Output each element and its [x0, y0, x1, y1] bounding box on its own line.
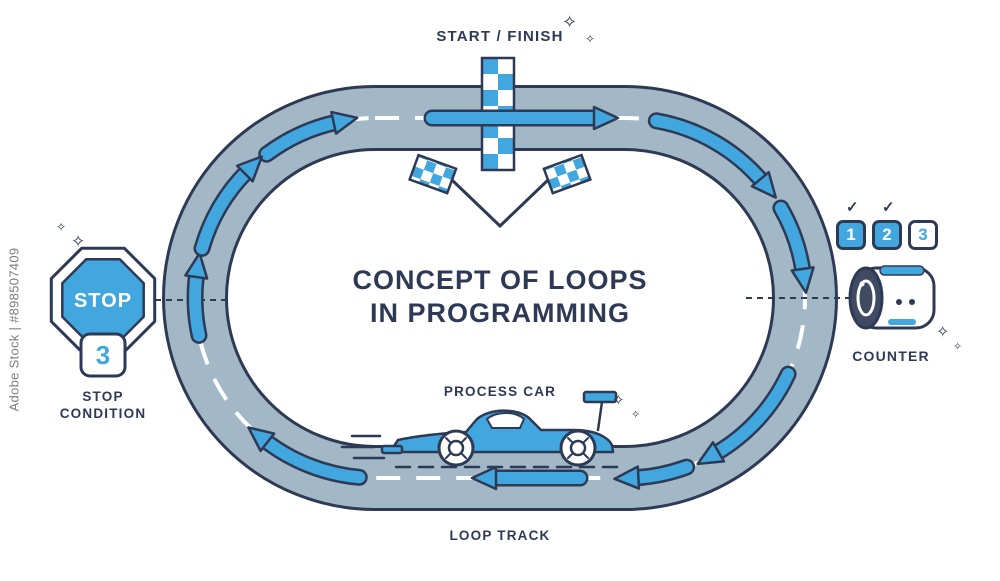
start-finish-label: START / FINISH	[436, 28, 564, 45]
stop-badge-value: 3	[96, 340, 110, 370]
sparkle-icon: ✧	[71, 232, 86, 251]
counter-tile-1: 1	[836, 220, 866, 250]
stop-condition-line2: CONDITION	[59, 406, 147, 421]
counter-tile-3: 3	[908, 220, 938, 250]
counter-tile-2: 2	[872, 220, 902, 250]
car-wheel-front	[437, 429, 475, 467]
flow-arrows	[184, 105, 815, 491]
sparkle-icon: ✧	[936, 324, 950, 341]
title-line2: IN PROGRAMMING	[370, 298, 630, 328]
check-icon: ✓	[846, 199, 859, 216]
page-title: CONCEPT OF LOOPS IN PROGRAMMING	[290, 264, 710, 330]
sparkle-icon: ✧	[631, 409, 641, 421]
counter-label: COUNTER	[852, 348, 930, 364]
counter-tiles: ✓ ✓ 1 2 3	[836, 199, 942, 256]
stop-condition-line1: STOP	[82, 389, 124, 404]
stop-badge	[79, 332, 127, 378]
loop-track-label: LOOP TRACK	[449, 528, 551, 543]
counter-device-icon	[848, 265, 936, 330]
sparkle-icon: ✧	[585, 32, 596, 46]
watermark: Adobe Stock | #898507409	[6, 247, 22, 412]
sparkle-icon: ✧	[953, 341, 963, 353]
stop-sign: STOP 3	[49, 246, 157, 378]
checkered-flags-icon	[408, 153, 592, 228]
check-icon: ✓	[882, 199, 895, 216]
car-wheel-rear	[559, 429, 597, 467]
sparkle-icon: ✧	[612, 392, 625, 409]
stop-sign-text: STOP	[74, 290, 132, 312]
sparkle-icon: ✧	[56, 220, 67, 234]
process-car-icon	[340, 390, 624, 469]
sparkle-icon: ✧	[562, 12, 578, 32]
title-line1: CONCEPT OF LOOPS	[352, 265, 648, 295]
process-car-label: PROCESS CAR	[443, 384, 557, 399]
stop-condition-label: STOP CONDITION	[33, 388, 173, 422]
